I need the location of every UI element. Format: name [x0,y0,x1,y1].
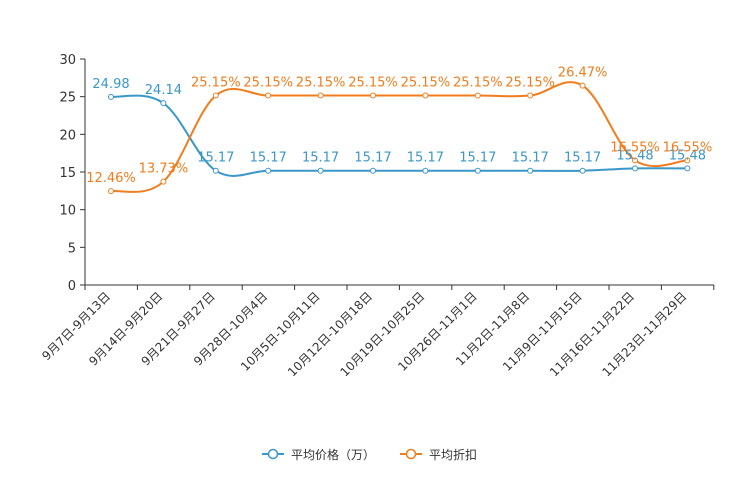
data-point[interactable] [579,82,586,89]
legend[interactable]: 平均价格（万） 平均折扣 [262,447,477,462]
data-point[interactable] [265,92,272,99]
data-label: 24.98 [92,77,129,92]
data-point[interactable] [212,92,219,99]
data-point[interactable] [265,167,272,174]
data-point[interactable] [632,157,638,164]
data-point[interactable] [108,93,114,100]
y-tick-label: 5 [68,241,76,256]
data-label: 15.17 [564,151,601,166]
data-point[interactable] [108,188,114,195]
y-tick-label: 10 [59,204,76,219]
data-label: 16.55% [663,140,713,155]
data-label: 15.17 [512,151,549,166]
series-lines [108,81,691,195]
data-point[interactable] [370,167,376,174]
data-point[interactable] [684,165,691,172]
data-point[interactable] [160,178,167,185]
data-point[interactable] [422,167,429,174]
y-tick-label: 15 [59,166,76,181]
legend-item-0[interactable]: 平均价格（万） [262,447,375,462]
data-point[interactable] [317,167,324,174]
data-label: 25.15% [191,76,241,91]
data-point[interactable] [160,100,167,107]
y-tick-label: 30 [59,53,76,68]
series-line-1 [110,81,688,193]
data-label: 25.15% [401,76,451,91]
data-label: 12.46% [86,171,136,186]
data-point[interactable] [317,92,324,99]
data-label: 15.17 [354,151,391,166]
data-labels: 24.98 24.14 15.17 15.17 15.17 15.17 15.17 15.17… [86,66,712,187]
legend-marker [267,448,279,460]
data-point[interactable] [422,92,429,99]
data-point[interactable] [527,92,534,99]
data-point[interactable] [474,92,481,99]
legend-marker [405,448,417,460]
data-point[interactable] [474,167,481,174]
data-point[interactable] [527,167,534,174]
legend-label: 平均折扣 [429,447,477,462]
data-label: 15.17 [407,151,444,166]
data-label: 15.17 [250,151,287,166]
data-label: 16.55% [610,140,660,155]
data-label: 15.17 [459,151,496,166]
data-label: 25.15% [453,76,503,91]
data-point[interactable] [212,167,219,174]
data-label: 26.47% [558,66,608,81]
data-label: 13.73% [139,162,189,177]
y-tick-label: 20 [59,128,76,143]
legend-label: 平均价格（万） [291,447,375,462]
data-point[interactable] [370,92,376,99]
data-label: 24.14 [145,83,182,98]
data-point[interactable] [684,157,691,164]
data-label: 25.15% [296,76,346,91]
data-label: 15.17 [197,151,234,166]
axes: 0510152025309月7日-9月13日9月14日-9月20日9月21日-9… [39,53,715,379]
data-label: 25.15% [243,76,293,91]
data-label: 15.48 [616,148,653,163]
data-point[interactable] [632,165,638,172]
data-label: 25.15% [348,76,398,91]
data-point[interactable] [579,167,586,174]
y-tick-label: 25 [59,91,76,106]
y-tick-label: 0 [68,279,76,294]
data-label: 15.17 [302,151,339,166]
data-label: 15.48 [669,148,706,163]
legend-item-1[interactable]: 平均折扣 [400,447,477,462]
data-label: 25.15% [505,76,555,91]
